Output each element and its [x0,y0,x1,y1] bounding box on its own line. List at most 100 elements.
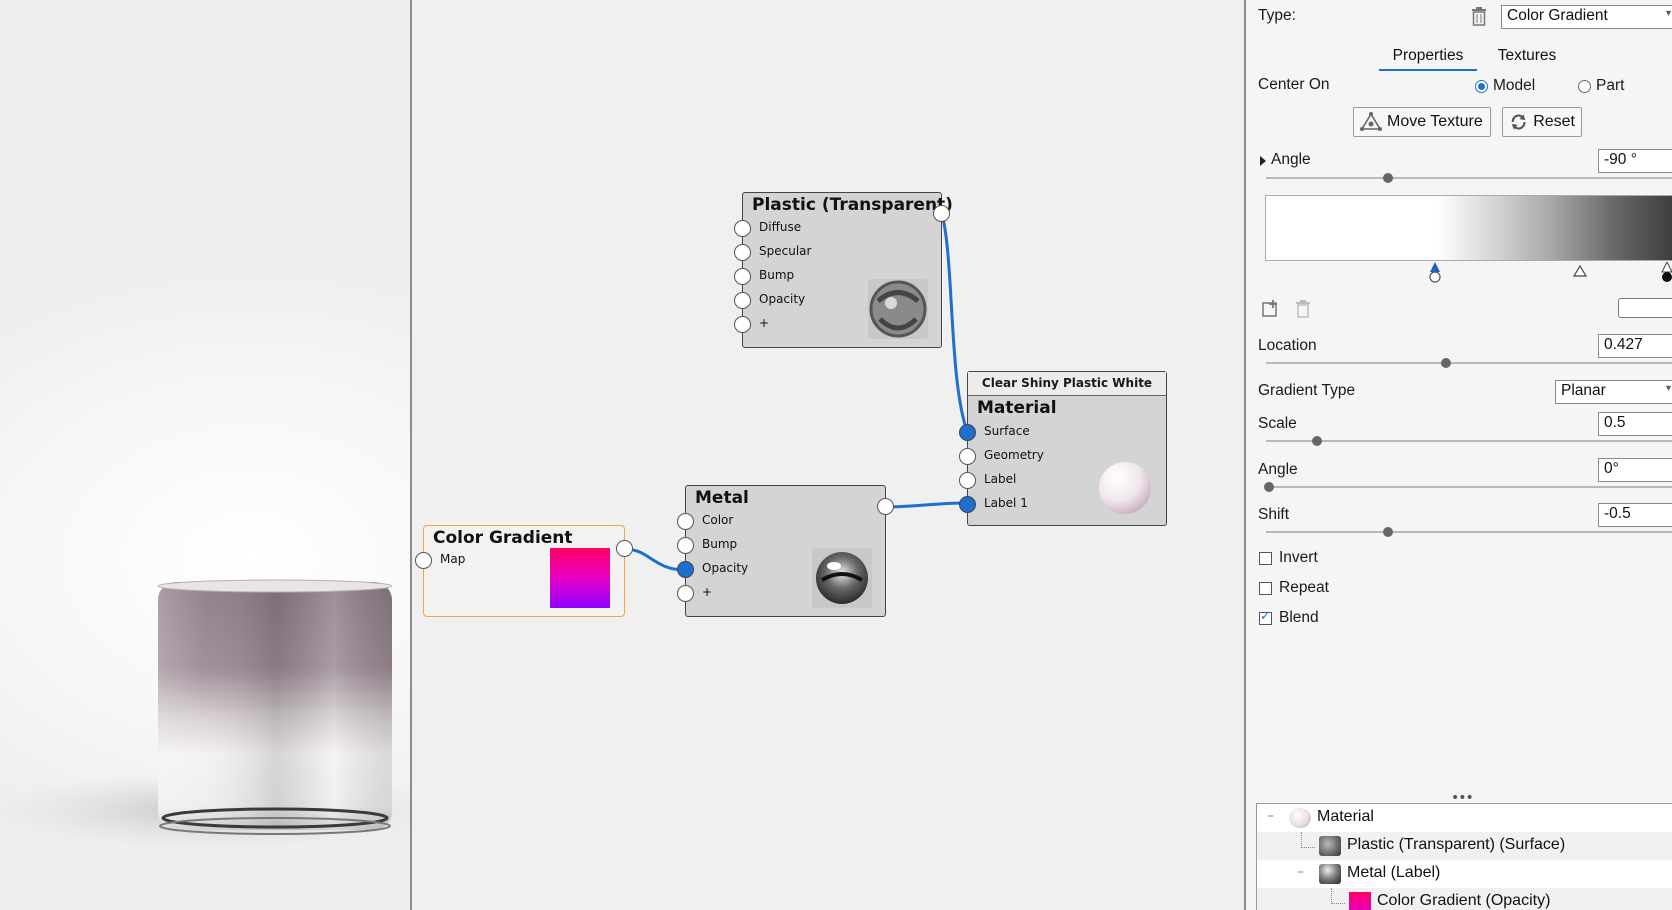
type-dropdown[interactable]: Color Gradient [1501,5,1672,29]
metal-sphere-thumbnail [812,548,872,608]
port-add[interactable] [734,316,751,333]
scale-slider[interactable] [1266,436,1672,446]
node-title: Color Gradient [433,528,573,548]
collapse-icon[interactable]: – [1297,864,1304,880]
splitter-handle-icon[interactable]: ••• [1451,790,1474,806]
radio-part[interactable] [1578,80,1591,93]
port-specular[interactable] [734,244,751,261]
slider-knob[interactable] [1383,527,1393,537]
delete-stop-icon[interactable] [1295,300,1311,318]
port-opacity[interactable] [677,561,694,578]
slider-knob[interactable] [1441,358,1451,368]
port-color[interactable] [677,513,694,530]
blend-label: Blend [1279,609,1319,626]
port-map[interactable] [415,552,432,569]
gradient-type-dropdown[interactable]: Planar [1555,380,1672,404]
tab-properties[interactable]: Properties [1379,45,1477,71]
tab-textures[interactable]: Textures [1497,47,1557,64]
port-row-surface: Surface [959,421,1166,443]
sphere-white-icon [1289,808,1311,828]
trash-icon[interactable] [1470,7,1488,26]
reset-label: Reset [1533,113,1575,130]
node-title: Material [977,398,1057,418]
gradient-swatch-thumbnail [550,548,610,608]
port-row-add: + [677,582,885,604]
port-label: Bump [759,268,795,282]
invert-label: Invert [1279,549,1318,566]
slider-knob[interactable] [1264,482,1274,492]
port-bump[interactable] [677,537,694,554]
tree-item-plastic[interactable]: Plastic (Transparent) (Surface) [1257,832,1672,860]
node-graph-canvas[interactable]: Plastic (Transparent) Diffuse Specular B… [414,0,1244,910]
port-label: Opacity [759,292,806,306]
angle-label: Angle [1271,151,1311,168]
repeat-checkbox[interactable] [1259,582,1272,595]
port-label: Specular [759,244,812,258]
metal-sphere-icon [1319,864,1341,884]
gradient-stop-selected[interactable] [1428,262,1442,284]
metal-node[interactable]: Metal Color Bump Opacity + [677,485,894,617]
port-label: Bump [702,537,738,551]
port-row-color: Color [677,510,885,532]
wire-metal-to-label1 [885,501,968,509]
plastic-sphere-icon [1319,836,1341,856]
wire-plastic-to-surface [940,213,969,432]
port-diffuse[interactable] [734,220,751,237]
reset-button[interactable]: Reset [1502,107,1582,137]
port-opacity[interactable] [734,292,751,309]
expand-triangle-icon[interactable] [1260,156,1266,166]
port-row-diffuse: Diffuse [734,217,941,239]
location-input[interactable]: 0.427 [1598,334,1672,358]
location-slider[interactable] [1266,358,1672,368]
port-output[interactable] [616,540,633,557]
port-add[interactable] [677,585,694,602]
port-geometry[interactable] [959,448,976,465]
material-tree[interactable]: – Material Plastic (Transparent) (Surfac… [1256,803,1672,910]
radio-model[interactable] [1475,80,1488,93]
render-viewport[interactable] [0,0,412,910]
node-title: Plastic (Transparent) [752,195,953,215]
port-row-add: + [734,313,941,335]
shift-slider[interactable] [1266,527,1672,537]
gradient-midpoint-triangle[interactable] [1572,262,1588,277]
blend-checkbox[interactable] [1259,609,1272,625]
collapse-icon[interactable]: – [1267,808,1274,824]
port-label1[interactable] [959,496,976,513]
port-row-geometry: Geometry [959,445,1166,467]
tree-item-metal[interactable]: – Metal (Label) [1257,860,1672,888]
angle-input[interactable]: -90 ° [1598,149,1672,173]
port-row-opacity: Opacity [677,558,885,580]
plastic-transparent-node[interactable]: Plastic (Transparent) Diffuse Specular B… [734,192,953,348]
move-texture-icon [1360,112,1382,131]
type-label: Type: [1258,7,1296,24]
port-output[interactable] [877,498,894,515]
port-output[interactable] [933,205,950,222]
angle2-input[interactable]: 0° [1598,458,1672,482]
scale-input[interactable]: 0.5 [1598,412,1672,436]
port-label: Label 1 [984,496,1028,510]
gradient-stop-end[interactable] [1660,260,1672,284]
angle2-label: Angle [1258,461,1298,478]
port-label: + [759,316,770,330]
slider-knob[interactable] [1383,173,1393,183]
node-title: Metal [695,488,749,508]
move-texture-button[interactable]: Move Texture [1353,107,1491,137]
gradient-editor[interactable] [1265,195,1672,261]
shift-input[interactable]: -0.5 [1598,503,1672,527]
tree-connector [1331,888,1345,904]
port-bump[interactable] [734,268,751,285]
invert-checkbox[interactable] [1259,552,1272,565]
port-surface[interactable] [959,424,976,441]
stop-color-swatch[interactable] [1618,298,1672,318]
slider-knob[interactable] [1312,436,1322,446]
port-row-opacity: Opacity [734,289,941,311]
add-stop-icon[interactable] [1262,300,1280,318]
port-row-bump: Bump [734,265,941,287]
tree-item-material[interactable]: – Material [1257,804,1672,832]
angle2-slider[interactable] [1264,482,1672,492]
tree-item-color-gradient[interactable]: Color Gradient (Opacity) [1257,888,1672,910]
color-gradient-node[interactable]: Color Gradient Map [415,525,633,617]
port-label-input[interactable] [959,472,976,489]
material-node[interactable]: Clear Shiny Plastic White Material Surfa… [959,371,1167,526]
angle-slider[interactable] [1266,173,1672,183]
